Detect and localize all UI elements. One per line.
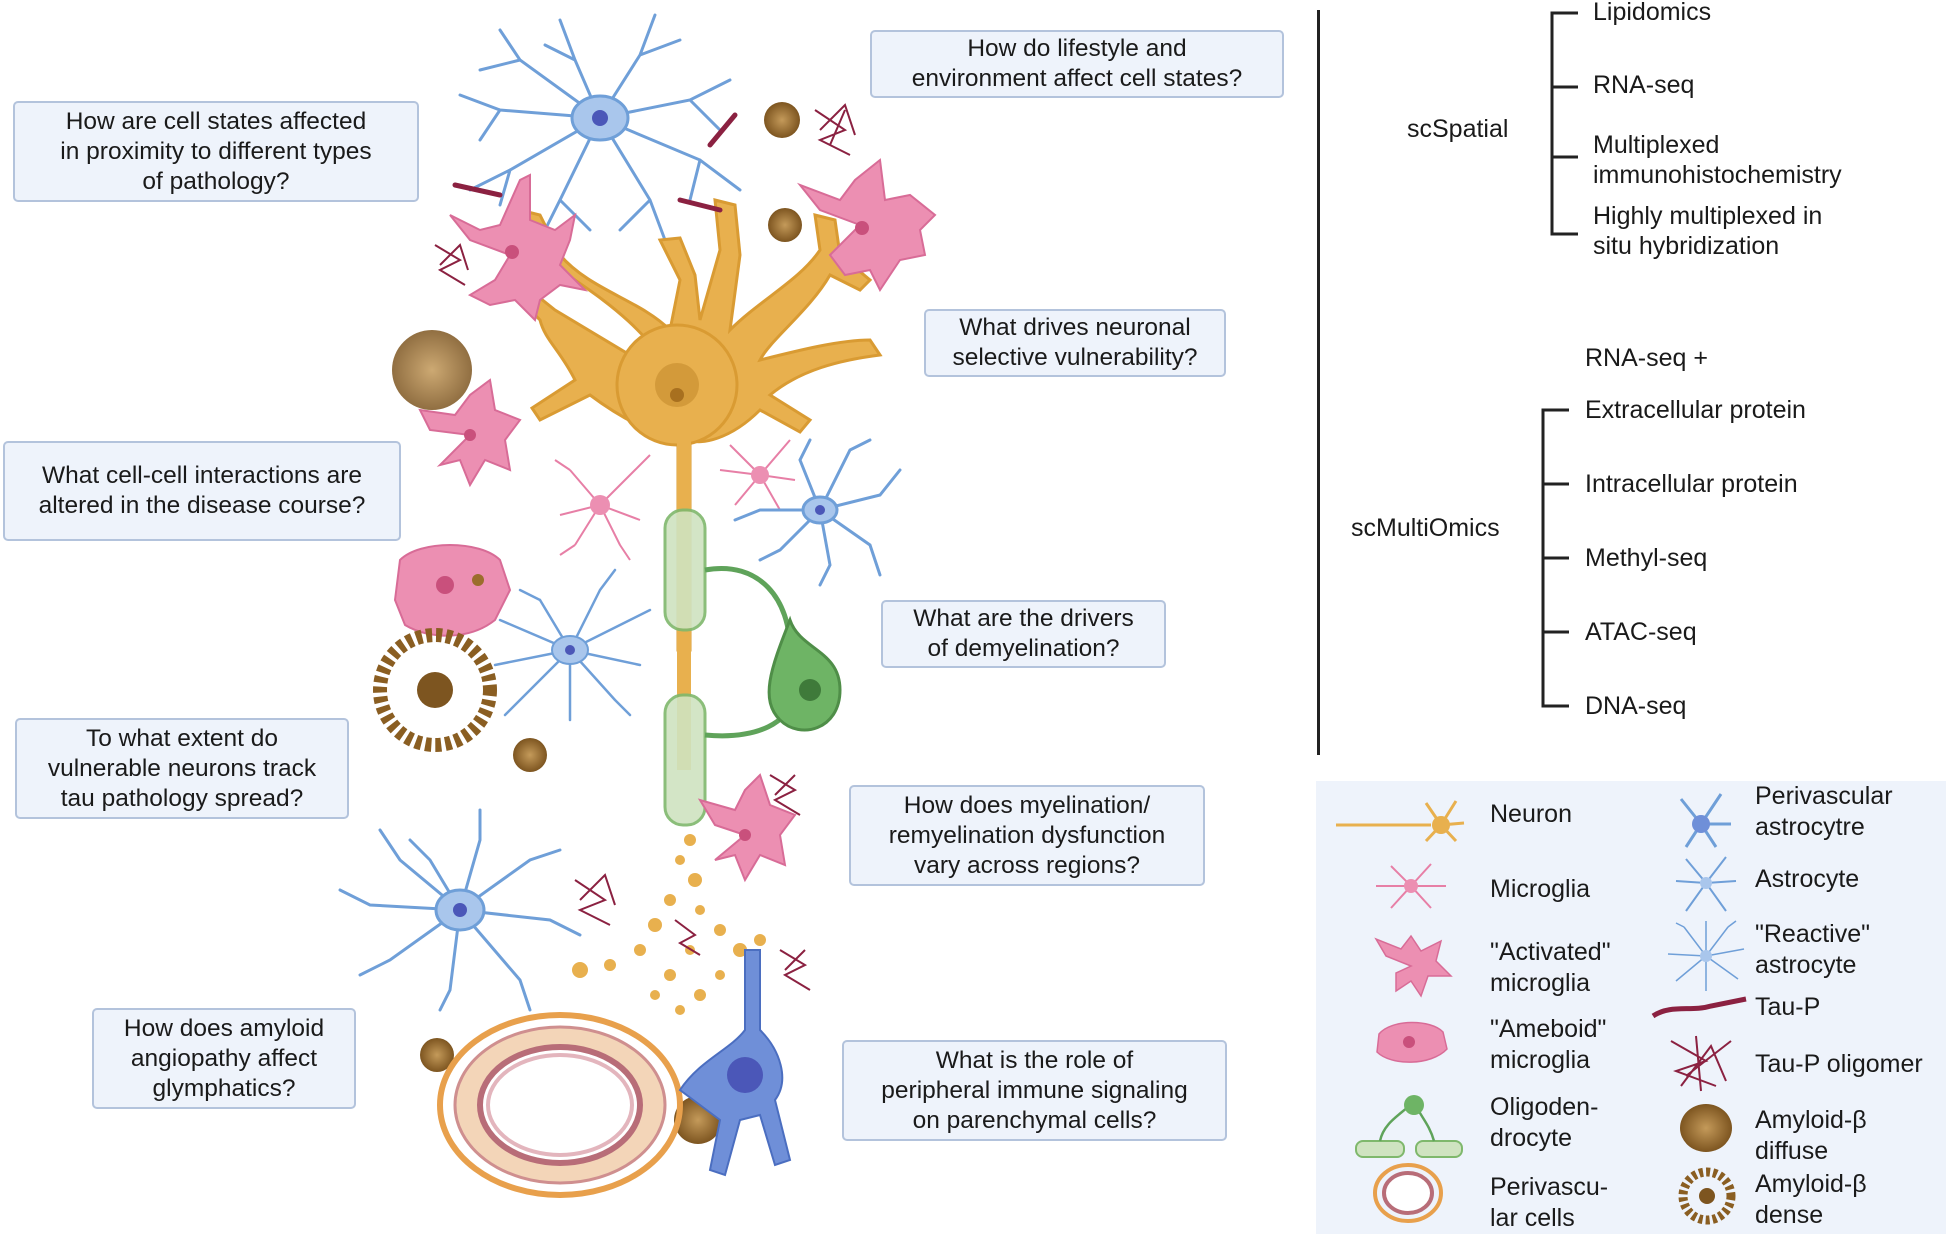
axon-fragments [572,834,766,1015]
scmultiomics-label: scMultiOmics [1351,514,1500,542]
methods-divider [1317,10,1320,755]
legend-tau-p-oligomer-label: Tau-P oligomer [1755,1050,1923,1078]
question-immune: What is the role of peripheral immune si… [842,1040,1227,1141]
legend-reactive-astrocyte-label: "Reactive" astrocyte [1755,920,1871,979]
amyloid-diffuse-1 [392,330,472,410]
legend-neuron-label: Neuron [1490,800,1572,828]
activated-microglia-top-left [449,173,589,322]
scmultiomics-bracket [1541,408,1569,708]
legend-microglia-label: Microglia [1490,875,1591,903]
legend-perivascular-cells-label: Perivascu- lar cells [1490,1173,1609,1232]
microglia-icon [1376,863,1446,909]
microglia-left [554,454,651,561]
cell-diagram-illustration [338,13,937,1198]
scmultiomics-item-methylseq: Methyl-seq [1585,544,1708,572]
oligodendrocyte [767,615,842,732]
question-proximity: How are cell states affected in proximit… [13,101,419,202]
blood-vessel [437,1012,683,1198]
question-vulnerability: What drives neuronal selective vulnerabi… [924,309,1226,377]
scspatial-label: scSpatial [1407,115,1509,143]
activated-microglia-icon [1374,934,1453,998]
microglia-right [719,439,796,511]
legend-amyloid-dense-label: Amyloid-β dense [1755,1170,1867,1229]
question-interactions: What cell-cell interactions are altered … [3,441,401,541]
tau-oligomers [434,103,856,991]
reactive-astrocyte-mid [493,568,652,722]
amyloid-dense-icon [1678,1167,1736,1225]
neuron-icon [1336,800,1465,843]
astrocyte-right [733,438,902,587]
amyloid-diffuse-icon [1680,1104,1732,1152]
amyloid-diffuse-3 [768,208,802,242]
legend-astrocyte-label: Astrocyte [1755,865,1860,893]
scmultiomics-header: RNA-seq + [1585,344,1708,372]
astrocyte-icon [1675,856,1737,912]
amyloid-dense-plaque [373,628,497,752]
amyloid-diffuse-2 [764,102,800,138]
amyloid-diffuse-5 [420,1038,454,1072]
myelin-sheath-upper [663,508,707,632]
scspatial-bracket [1550,11,1578,236]
myelin-sheath-lower [663,693,707,827]
legend-perivascular-astrocyte-label: Perivascular astrocytre [1755,782,1893,841]
question-tau-spread: To what extent do vulnerable neurons tra… [15,718,349,819]
scmultiomics-item-extracellular: Extracellular protein [1585,396,1806,424]
ameboid-microglia [393,544,512,637]
question-demyelination: What are the drivers of demyelination? [881,600,1166,668]
question-myelination: How does myelination/ remyelination dysf… [849,785,1205,886]
scspatial-item-rnaseq: RNA-seq [1593,71,1695,99]
perivascular-astrocyte-icon [1679,793,1731,848]
astrocyte-bottom-left [338,808,582,1012]
legend-tau-p-label: Tau-P [1755,993,1821,1021]
activated-microglia-bottom-right [697,773,797,883]
perivascular-cells-icon [1373,1163,1443,1223]
scmultiomics-item-intracellular: Intracellular protein [1585,470,1798,498]
scspatial-item-multiplexed-ish: Highly multiplexed in situ hybridization [1593,202,1823,260]
scmultiomics-item-dnaseq: DNA-seq [1585,692,1687,720]
tau-p-filaments [452,112,738,213]
question-lifestyle: How do lifestyle and environment affect … [870,30,1284,98]
ameboid-microglia-icon [1376,1021,1448,1063]
scspatial-item-multiplexed-ihc: Multiplexed immunohistochemistry [1593,131,1842,189]
perivascular-astrocyte [678,949,792,1177]
legend-activated-microglia-label: "Activated" microglia [1490,938,1611,997]
legend-ameboid-microglia-label: "Ameboid" microglia [1490,1015,1607,1074]
tau-p-icon [1651,996,1747,1019]
scspatial-item-lipidomics: Lipidomics [1593,0,1712,26]
scmultiomics-item-atacseq: ATAC-seq [1585,618,1697,646]
tau-p-oligomer-icon [1670,1035,1732,1092]
legend-panel: Neuron Microglia "Activated" microglia "… [1316,781,1946,1234]
question-amyloid: How does amyloid angiopathy affect glymp… [92,1008,356,1109]
amyloid-diffuse-4 [513,738,547,772]
reactive-astrocyte-icon [1667,920,1745,991]
legend-amyloid-diffuse-label: Amyloid-β diffuse [1755,1106,1867,1165]
oligodendrocyte-icon [1355,1095,1463,1158]
legend-oligodendrocyte-label: Oligoden- drocyte [1490,1093,1599,1152]
astrocyte-top [458,13,742,242]
